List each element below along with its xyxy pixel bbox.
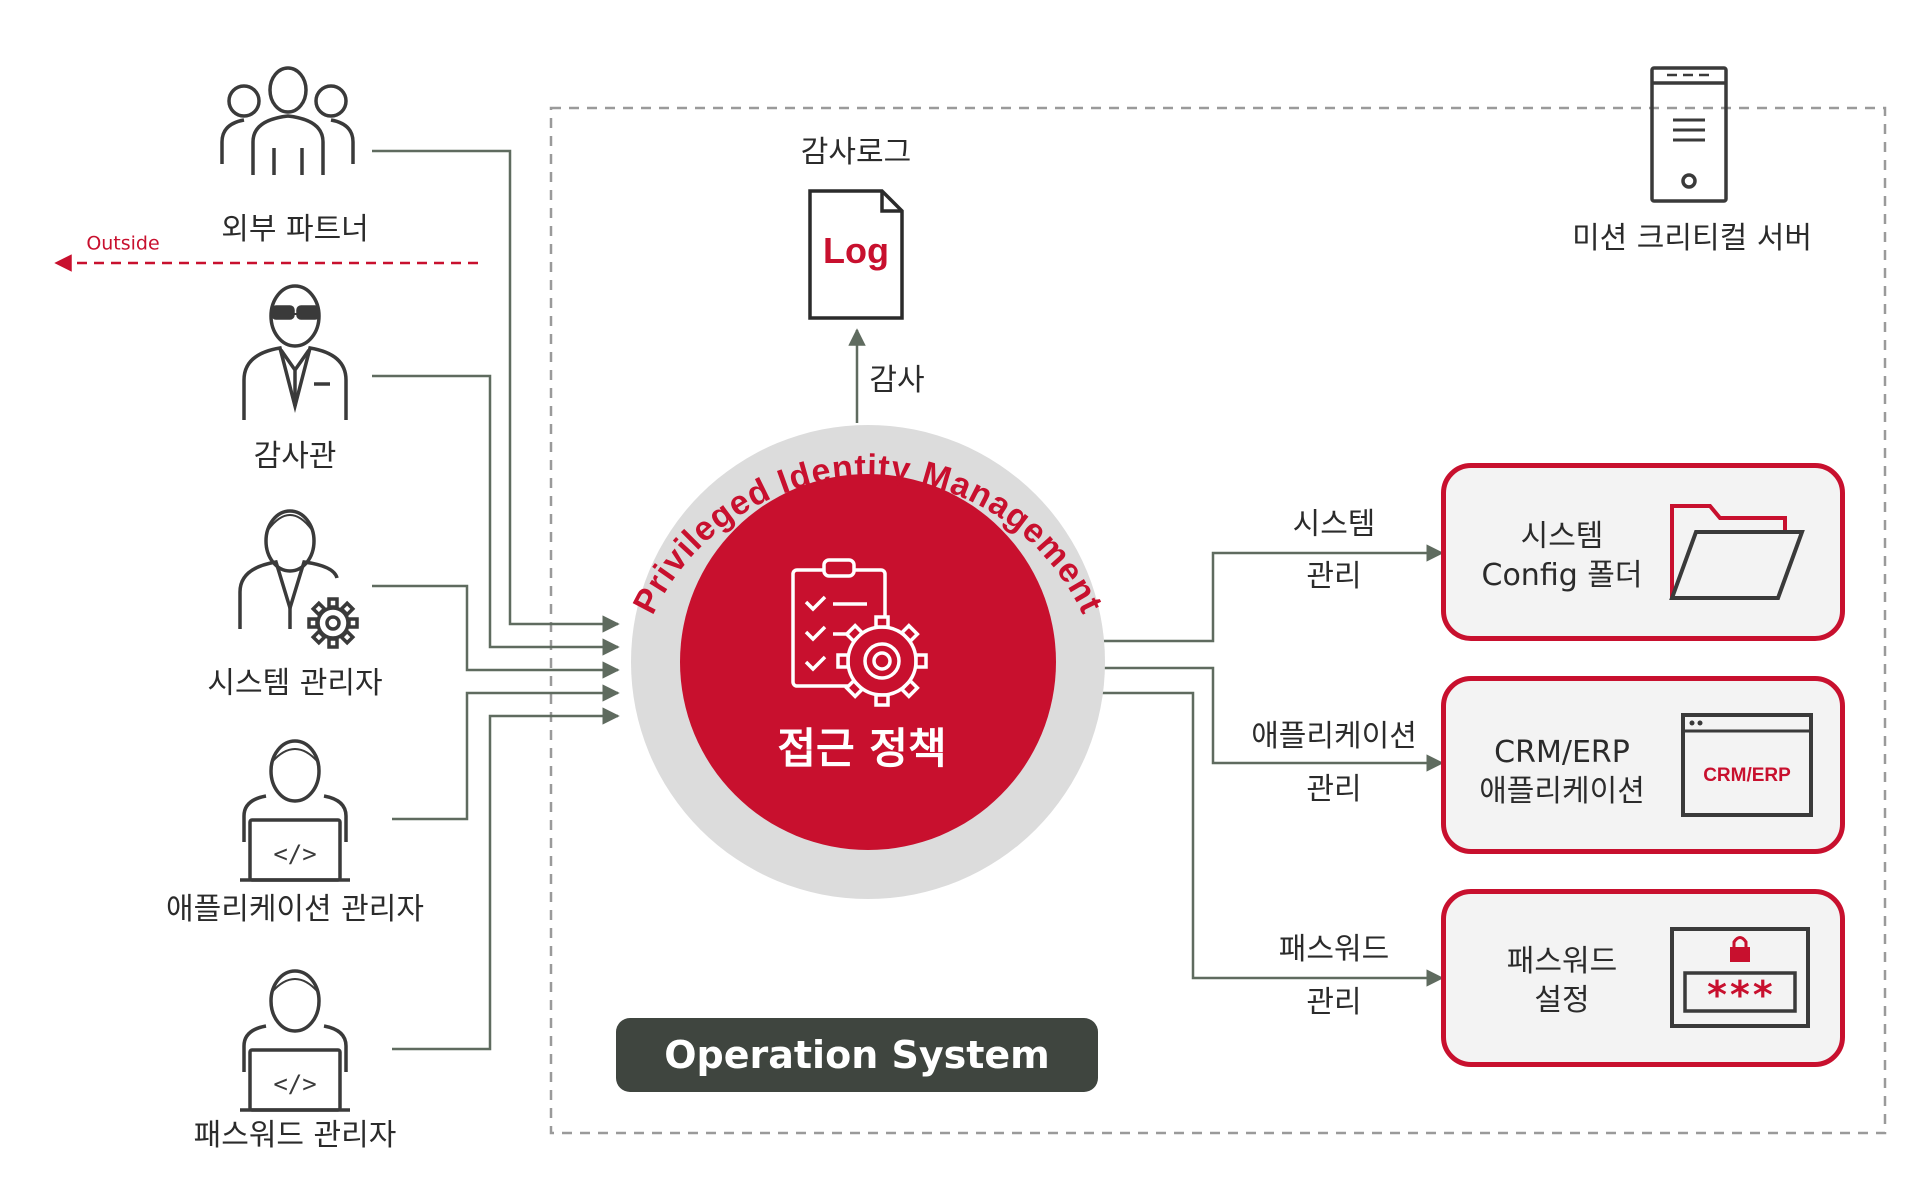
- operation-system-badge: Operation System: [616, 1018, 1098, 1092]
- log-document-icon: Log: [808, 189, 904, 320]
- server-icon: [1650, 66, 1728, 203]
- mgmt-pw-line2: 관리: [1306, 985, 1362, 1020]
- appadmin-code-glyph: </>: [273, 840, 316, 868]
- audit-log-title: 감사로그: [800, 135, 912, 170]
- connector-app-mgmt: [1100, 666, 1444, 772]
- mgmt-app-line2: 관리: [1306, 772, 1362, 807]
- operation-system-boundary: [549, 106, 1887, 1135]
- outside-label: Outside: [86, 232, 160, 255]
- pwadmin-icon: </>: [240, 969, 350, 1112]
- appadmin-icon: </>: [240, 739, 350, 882]
- target-card-system-config: [1441, 463, 1845, 641]
- mgmt-pw-line1: 패스워드: [1278, 932, 1390, 967]
- partner-group-icon: [220, 66, 355, 175]
- connector-partner: [372, 149, 620, 633]
- mgmt-system-line1: 시스템: [1292, 507, 1376, 542]
- policy-label: 접근 정책: [777, 724, 947, 773]
- actor-label-sysadmin: 시스템 관리자: [207, 666, 383, 701]
- policy-icon: [791, 558, 928, 707]
- connector-auditor: [372, 374, 620, 656]
- auditor-icon: [242, 284, 348, 420]
- log-doc-text: Log: [823, 230, 889, 271]
- audit-arrow-label: 감사: [869, 363, 925, 398]
- mgmt-system-line2: 관리: [1306, 559, 1362, 594]
- target-crm-line1: CRM/ERP: [1494, 735, 1630, 770]
- actor-label-auditor: 감사관: [253, 439, 337, 474]
- target-crm-line2: 애플리케이션: [1479, 774, 1645, 809]
- target-card-password: [1441, 889, 1845, 1067]
- target-system-line2: Config 폴더: [1481, 558, 1643, 593]
- actor-label-appadmin: 애플리케이션 관리자: [166, 892, 424, 927]
- actor-label-partner: 외부 파트너: [221, 212, 369, 247]
- connector-system-mgmt: [1100, 544, 1444, 643]
- actor-label-pwadmin: 패스워드 관리자: [193, 1118, 397, 1153]
- server-label: 미션 크리티컬 서버: [1572, 221, 1812, 256]
- connector-pw-mgmt: [1100, 691, 1444, 987]
- target-pw-line1: 패스워드: [1506, 944, 1618, 979]
- target-pw-line2: 설정: [1534, 983, 1590, 1018]
- mgmt-app-line1: 애플리케이션: [1251, 719, 1417, 754]
- target-system-line1: 시스템: [1520, 519, 1604, 554]
- connector-appadmin: [392, 684, 620, 821]
- connector-pwadmin: [392, 707, 620, 1051]
- sysadmin-icon: [238, 509, 359, 649]
- connector-sysadmin: [372, 584, 620, 679]
- pwadmin-code-glyph: </>: [273, 1070, 316, 1098]
